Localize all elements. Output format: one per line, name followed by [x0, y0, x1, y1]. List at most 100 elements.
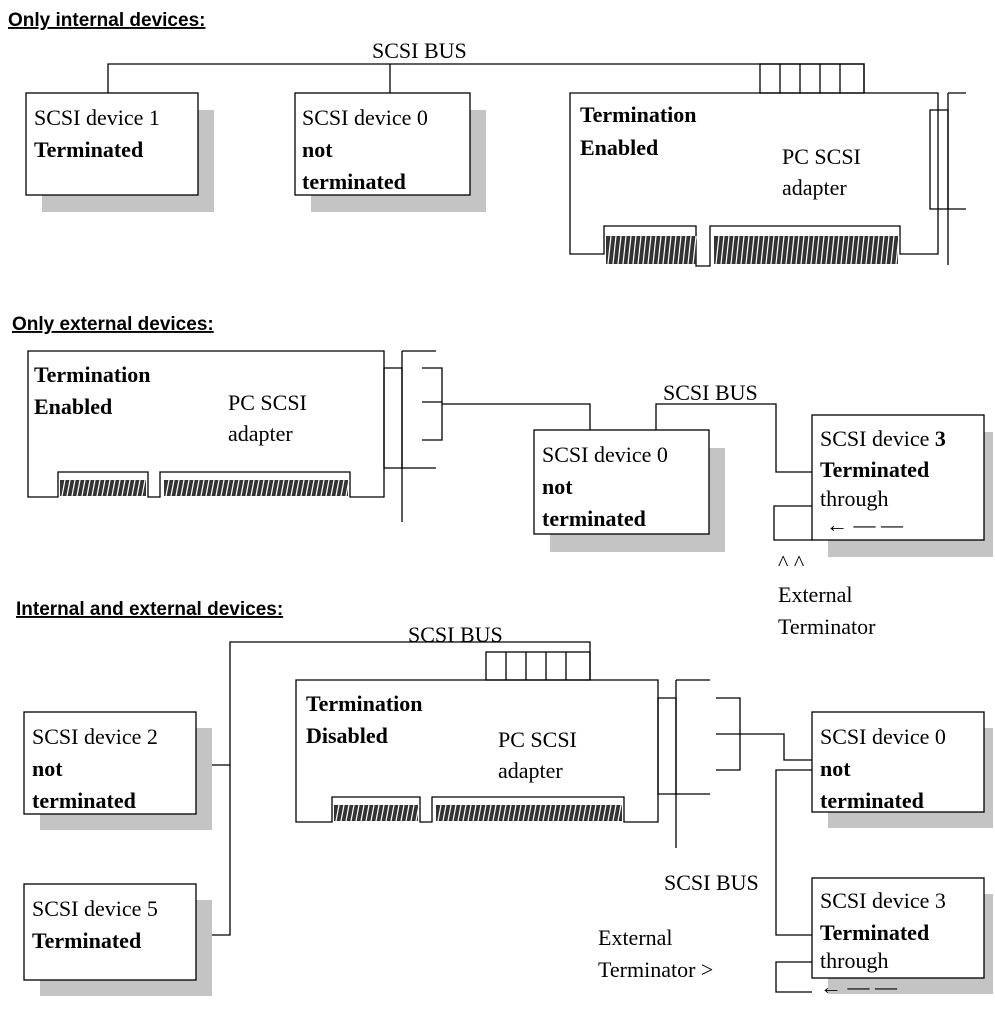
connector-pin — [477, 804, 482, 822]
connector-pin — [725, 235, 730, 265]
termination-state: Enabled — [34, 394, 112, 419]
adapter-label: adapter — [782, 175, 847, 200]
connector-pin — [542, 804, 547, 822]
connector-pin — [71, 479, 76, 497]
connector-pin — [245, 479, 250, 497]
connector-pin — [632, 235, 637, 265]
arrow-label: ← — — — [826, 512, 904, 537]
connector-pin — [720, 235, 725, 265]
connector-pin — [360, 804, 365, 822]
scsi-device-1: SCSI device 1 Terminated — [25, 92, 214, 212]
device-name: SCSI device 5 — [32, 896, 158, 921]
scsi-device-2: SCSI device 2 not terminated — [23, 711, 212, 830]
connector-pin — [657, 235, 662, 265]
connector-pin — [295, 479, 300, 497]
connector-pin — [180, 479, 185, 497]
connector-pin — [215, 479, 220, 497]
connector-pin — [385, 804, 390, 822]
device-status: not — [820, 756, 851, 781]
connector-pin — [101, 479, 106, 497]
connector-pin — [582, 804, 587, 822]
adapter-label: adapter — [498, 758, 563, 783]
adapter-label: PC SCSI — [782, 144, 861, 169]
termination-label: Termination — [306, 691, 423, 716]
connector-pin — [240, 479, 245, 497]
connector-pin — [300, 479, 305, 497]
connector-pin — [875, 235, 880, 265]
device-status: terminated — [820, 788, 924, 813]
connector-pin — [750, 235, 755, 265]
connector-pin — [537, 804, 542, 822]
scsi-device-3: SCSI device 3 Terminated through ← — — — [811, 877, 993, 999]
device-status: terminated — [542, 506, 646, 531]
connector-pin — [730, 235, 735, 265]
connector-pin — [96, 479, 101, 497]
section-heading-external: Only external devices: — [12, 314, 214, 335]
pc-scsi-adapter: Termination Enabled PC SCSI adapter — [569, 63, 966, 267]
connector-pin — [507, 804, 512, 822]
connector-pin — [111, 479, 116, 497]
connector-pin — [667, 235, 672, 265]
connector-pin — [467, 804, 472, 822]
connector-pin — [462, 804, 467, 822]
connector-pin — [126, 479, 131, 497]
connector-pin — [141, 479, 146, 497]
connector-pin — [365, 804, 370, 822]
connector-pin — [557, 804, 562, 822]
connector-pin — [315, 479, 320, 497]
device-name: SCSI device 0 — [820, 724, 946, 749]
connector-pin — [487, 804, 492, 822]
connector-pin — [410, 804, 415, 822]
connector-pin — [285, 479, 290, 497]
connector-pin — [642, 235, 647, 265]
device-name: SCSI device 3 — [820, 426, 946, 451]
connector-pin — [800, 235, 805, 265]
connector-pin — [652, 235, 657, 265]
adapter-label: PC SCSI — [498, 727, 577, 752]
device-name: SCSI device 1 — [34, 105, 160, 130]
connector-pin — [890, 235, 895, 265]
device-number: 3 — [935, 426, 946, 451]
device-name: SCSI device 0 — [542, 442, 668, 467]
connector-pin — [390, 804, 395, 822]
connector-pin — [612, 235, 617, 265]
connector-pin — [265, 479, 270, 497]
connector-pin — [81, 479, 86, 497]
connector-pin — [522, 804, 527, 822]
scsi-device-3: SCSI device 3 Terminated through ← — — — [811, 414, 993, 557]
scsi-device-0: SCSI device 0 not terminated — [533, 429, 725, 552]
external-terminator-label: Terminator — [778, 614, 876, 639]
connector-pin — [270, 479, 275, 497]
connector-pin — [775, 235, 780, 265]
connector-pin — [260, 479, 265, 497]
connector-pin — [607, 804, 612, 822]
connector-pin — [457, 804, 462, 822]
connector-pin — [512, 804, 517, 822]
connector-pin — [502, 804, 507, 822]
scsi-bus-line — [740, 733, 812, 761]
connector-pin — [860, 235, 865, 265]
connector-pin — [715, 235, 720, 265]
connector-pin — [855, 235, 860, 265]
connector-pin — [527, 804, 532, 822]
connector-pin — [765, 235, 770, 265]
connector-pin — [345, 804, 350, 822]
connector-pin — [275, 479, 280, 497]
connector-pins — [60, 235, 900, 822]
connector-pin — [547, 804, 552, 822]
connector-pin — [885, 235, 890, 265]
scsi-device-0: SCSI device 0 not terminated — [294, 92, 486, 212]
connector-pin — [497, 804, 502, 822]
connector-pin — [340, 479, 345, 497]
connector-pin — [492, 804, 497, 822]
connector-pin — [116, 479, 121, 497]
device-status: not — [542, 474, 573, 499]
connector-pin — [607, 235, 612, 265]
scsi-bus-label: SCSI BUS — [408, 622, 503, 647]
device-status: through — [820, 486, 888, 511]
connector-pin — [91, 479, 96, 497]
device-status: Terminated — [820, 920, 929, 945]
connector-pin — [825, 235, 830, 265]
connector-pin — [290, 479, 295, 497]
